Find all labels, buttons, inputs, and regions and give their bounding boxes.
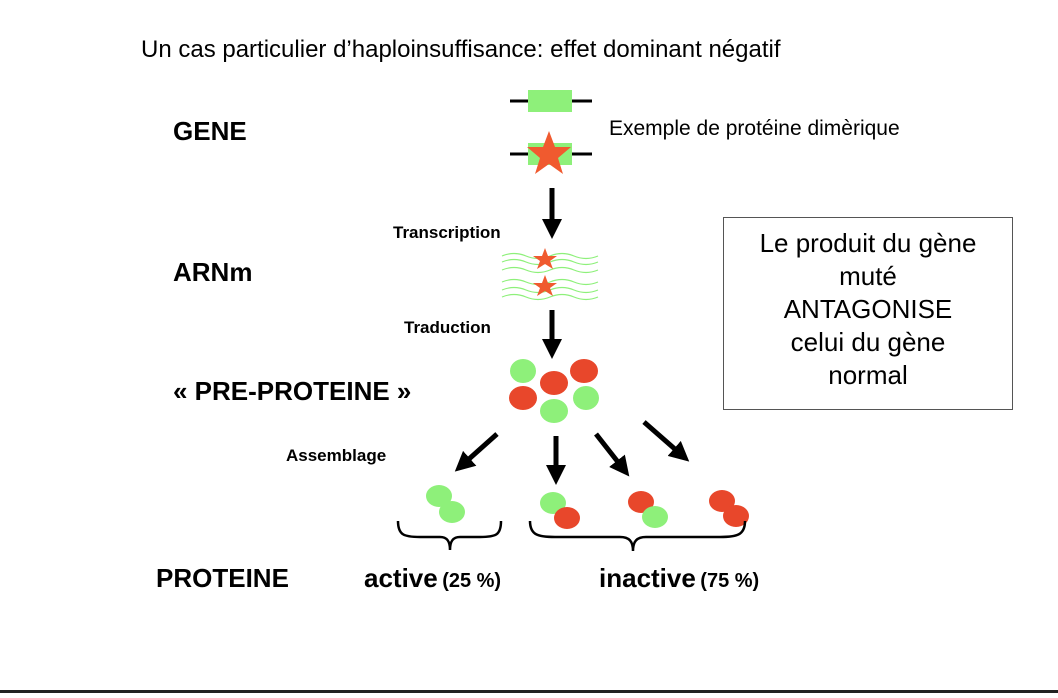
info-box: Le produit du gène muté ANTAGONISE celui… <box>723 217 1013 410</box>
dimer-normal-normal <box>426 485 465 523</box>
brace-inactive <box>528 520 747 552</box>
step-traduction: Traduction <box>404 318 491 337</box>
bottom-rule <box>0 690 1058 693</box>
mutation-star-icon <box>527 131 571 174</box>
pre-protein-cluster <box>509 359 599 423</box>
step-transcription: Transcription <box>393 223 501 242</box>
label-gene: GENE <box>173 116 247 146</box>
brace-active <box>396 520 503 551</box>
mrna-star-icon <box>533 275 557 296</box>
arrow-assembly <box>594 432 630 477</box>
info-line: celui du gène <box>790 327 946 357</box>
info-line: Le produit du gène <box>759 228 977 258</box>
active-percent: (25 %) <box>442 570 502 592</box>
arrow-assembly <box>454 432 499 472</box>
dimer-normal-mutant <box>540 492 580 529</box>
monomer-mutant <box>570 359 598 383</box>
mrna-star-icon <box>533 248 557 269</box>
inactive-percent: (75 %) <box>700 570 760 592</box>
label-pre-proteine: « PRE-PROTEINE » <box>173 376 412 406</box>
monomer-normal <box>573 386 599 410</box>
example-note: Exemple de protéine dimèrique <box>609 117 900 140</box>
dimer-mutant-mutant <box>709 490 749 527</box>
monomer-mutant <box>540 371 568 395</box>
inactive-label: inactive <box>599 563 696 593</box>
gene-mutant-allele <box>510 131 592 174</box>
label-arnm: ARNm <box>173 257 253 287</box>
dimer-mutant-normal <box>628 491 668 528</box>
monomer-normal <box>510 359 536 383</box>
outcome-active: active (25 %) <box>364 565 501 591</box>
page-title: Un cas particulier d’haploinsuffisance: … <box>141 36 781 63</box>
label-proteine: PROTEINE <box>156 563 289 593</box>
gene-normal-allele <box>510 90 592 112</box>
monomer-mutant <box>509 386 537 410</box>
monomer-normal <box>540 399 568 423</box>
info-line: normal <box>828 360 908 390</box>
outcome-inactive: inactive (75 %) <box>599 565 759 591</box>
arrow-assembly <box>642 420 690 462</box>
info-line: ANTAGONISE <box>783 294 953 324</box>
info-line: muté <box>839 261 897 291</box>
active-label: active <box>364 563 438 593</box>
step-assemblage: Assemblage <box>286 446 387 465</box>
